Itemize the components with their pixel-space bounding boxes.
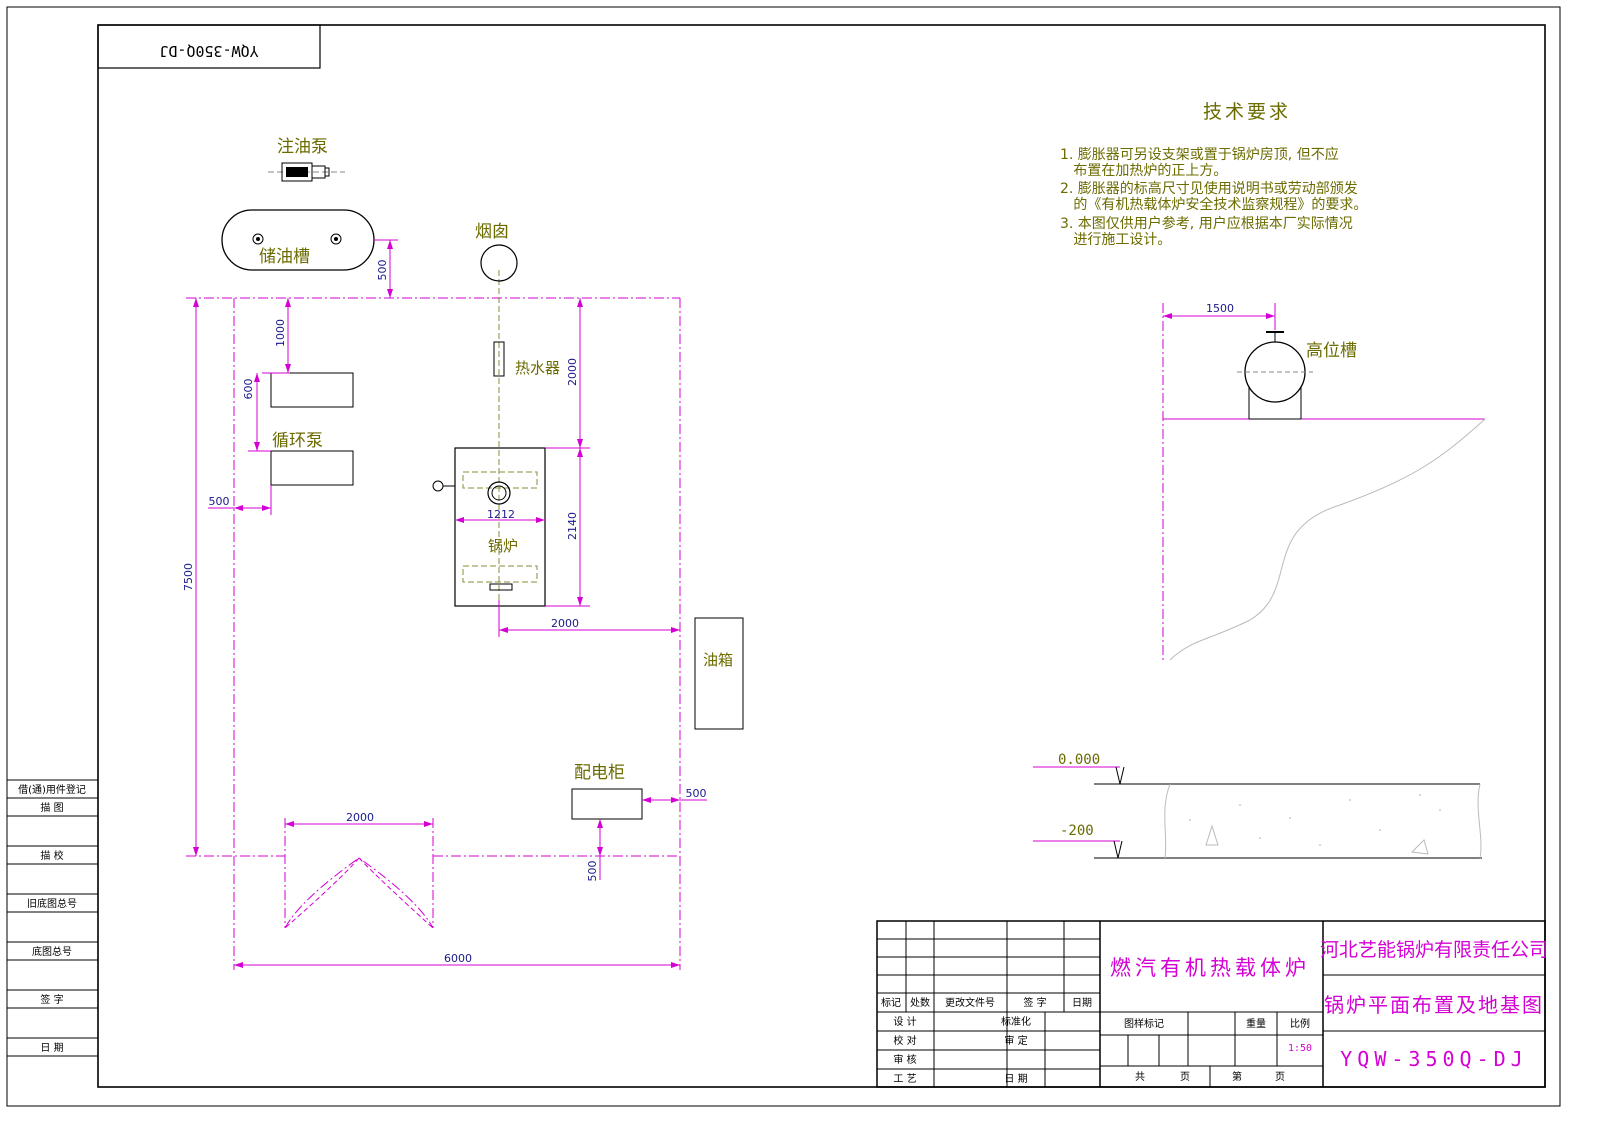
- label-review: 审 定: [1004, 1034, 1027, 1047]
- label-audit: 审 核: [893, 1053, 916, 1066]
- dim-600: 600: [242, 379, 255, 400]
- water-heater: [493, 341, 505, 377]
- left-table-cell-1: 借(通)用件登记: [18, 783, 86, 796]
- left-table-cell-2: 描 图: [40, 801, 63, 814]
- left-side-table: [7, 779, 98, 1057]
- circulation-pump-2: [270, 450, 354, 486]
- dim-6000: 6000: [444, 952, 472, 965]
- oil-box-label: 油箱: [703, 651, 733, 669]
- header-mark: 标记: [881, 997, 901, 1009]
- oil-pump: [268, 162, 345, 182]
- foundation-section: [1033, 766, 1482, 859]
- tech-line-4: 的《有机热载体炉安全技术监察规程》的要求。: [1060, 196, 1367, 213]
- dim-500-left: 500: [209, 495, 230, 508]
- left-table-cell-3: 描 校: [40, 849, 63, 862]
- circulation-pump-label: 循环泵: [272, 431, 323, 451]
- door-leaf-left: [284, 857, 360, 929]
- stamp-text: YQW-350Q-DJ: [159, 42, 258, 60]
- stamp-box: [97, 24, 321, 69]
- cad-drawing: YQW-350Q-DJ 注油泵 储油槽 烟囱 热水器: [6, 6, 1561, 1107]
- drawing-sheet: YQW-350Q-DJ 注油泵 储油槽 烟囱 热水器: [6, 6, 1561, 1107]
- water-heater-label: 热水器: [515, 359, 560, 377]
- dimension-lines: [195, 239, 1275, 966]
- header-signature: 签 字: [1023, 996, 1046, 1009]
- dim-2000-vertical: 2000: [566, 358, 579, 386]
- boiler: [432, 447, 546, 607]
- header-date: 日期: [1072, 997, 1092, 1009]
- power-cabinet: [571, 788, 643, 820]
- label-check: 校 对: [893, 1034, 916, 1047]
- dim-2000-horizontal: 2000: [551, 617, 579, 630]
- header-count: 处数: [910, 996, 930, 1009]
- outer-frame: [6, 6, 1561, 1107]
- oil-box: [694, 617, 744, 730]
- boiler-label: 锅炉: [488, 537, 518, 555]
- room-outline: [186, 270, 681, 970]
- dim-7500: 7500: [182, 563, 195, 591]
- dim-door-2000: 2000: [346, 811, 374, 824]
- power-cabinet-label: 配电柜: [574, 763, 625, 783]
- dim-1212: 1212: [487, 508, 515, 521]
- label-stage-mark: 图样标记: [1124, 1017, 1164, 1030]
- label-scale: 比例: [1290, 1017, 1310, 1030]
- dim-1500: 1500: [1206, 302, 1234, 315]
- dim-cabinet-500-right: 500: [686, 787, 707, 800]
- product-name: 燃汽有机热载体炉: [1110, 956, 1310, 980]
- dim-1000: 1000: [274, 319, 287, 347]
- label-sheet: 第: [1232, 1070, 1242, 1083]
- dim-cabinet-500-bottom: 500: [586, 861, 599, 882]
- door-leaf-right: [358, 857, 434, 929]
- left-table-cell-7: 日 期: [40, 1042, 63, 1054]
- label-date: 日 期: [1004, 1073, 1027, 1085]
- label-page: 页: [1180, 1071, 1190, 1083]
- label-page-2: 页: [1275, 1071, 1285, 1083]
- high-tank: [1162, 303, 1486, 661]
- tech-title: 技术要求: [1203, 101, 1291, 123]
- elevation-top: 0.000: [1058, 752, 1100, 768]
- inner-frame: [97, 24, 1546, 1088]
- drawing-name: 锅炉平面布置及地基图: [1324, 993, 1544, 1017]
- left-table-cell-4: 旧底图总号: [27, 897, 77, 910]
- title-block-grid: [876, 920, 1546, 1088]
- high-tank-label: 高位槽: [1306, 341, 1357, 361]
- tech-line-6: 进行施工设计。: [1060, 232, 1171, 248]
- label-craft: 工 艺: [893, 1073, 916, 1085]
- dimension-arrows: [193, 240, 1275, 968]
- circulation-pump-1: [270, 372, 354, 408]
- storage-tank-label: 储油槽: [259, 247, 310, 267]
- header-change-doc: 更改文件号: [945, 996, 995, 1009]
- company-name: 河北艺能锅炉有限责任公司: [1320, 939, 1548, 961]
- label-design: 设 计: [893, 1015, 916, 1028]
- chimney-label: 烟囱: [475, 222, 509, 242]
- label-weight: 重量: [1246, 1017, 1266, 1030]
- left-table-cell-5: 底图总号: [32, 945, 72, 958]
- oil-pump-label: 注油泵: [277, 137, 328, 157]
- tech-line-5: 3. 本图仅供用户参考, 用户应根据本厂实际情况: [1060, 215, 1353, 232]
- scale-value: 1:50: [1288, 1043, 1312, 1054]
- drawing-number: YQW-350Q-DJ: [1340, 1047, 1527, 1071]
- tech-line-2: 布置在加热炉的正上方。: [1060, 163, 1227, 179]
- tech-requirements: 1. 膨胀器可另设支架或置于锅炉房顶, 但不应 布置在加热炉的正上方。 2. 膨…: [1060, 146, 1367, 248]
- label-standard: 标准化: [1001, 1015, 1031, 1028]
- dim-tank-500: 500: [376, 260, 389, 281]
- dim-2140: 2140: [566, 512, 579, 540]
- label-total: 共: [1135, 1071, 1145, 1083]
- left-table-cell-6: 签 字: [40, 993, 63, 1006]
- tech-line-1: 1. 膨胀器可另设支架或置于锅炉房顶, 但不应: [1060, 146, 1339, 163]
- tech-line-3: 2. 膨胀器的标高尺寸见使用说明书或劳动部颁发: [1060, 180, 1358, 197]
- chimney: [480, 244, 518, 282]
- elevation-bottom: -200: [1060, 823, 1094, 839]
